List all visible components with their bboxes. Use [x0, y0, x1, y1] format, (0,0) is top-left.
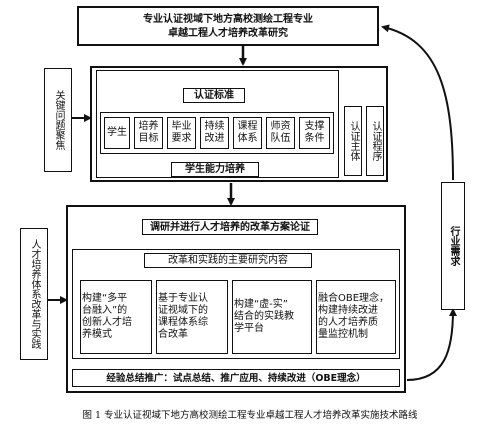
- task-course-reform: 基于专业认 证视域下的 课程体系综 合改革: [156, 280, 228, 354]
- figure-caption: 图 1 专业认证视域下地方高校测绘工程专业卓越工程人才培养改革实施技术路线: [82, 410, 418, 421]
- cert-standard-box: 认证标准: [183, 88, 245, 103]
- arrow-feedback-top: [381, 24, 454, 181]
- key-issues-box: 关键问题聚焦: [44, 68, 72, 172]
- task-platform-model: 构建“多平 台融入”的 创新人才培 养模式: [80, 280, 152, 354]
- top-box: 专业认证视域下地方高校测绘工程专业 卓越工程人才培养改革研究: [77, 6, 379, 46]
- element-graduation-req: 毕业 要求: [167, 117, 196, 149]
- summary-box: 经验总结推广：试点总结、推广应用、持续改进（OBE理念）: [72, 369, 400, 387]
- element-faculty: 师资 队伍: [266, 117, 295, 149]
- main-content-box: 改革和实践的主要研究内容: [144, 253, 312, 268]
- industry-demand-box: 行业需求: [441, 182, 465, 310]
- element-student: 学生: [104, 117, 130, 149]
- research-box: 调研并进行人才培养的改革方案论证: [142, 219, 318, 235]
- element-training-goal: 培养 目标: [134, 117, 163, 149]
- cert-subject-box: 认证主体: [344, 106, 362, 176]
- top-box-line2: 卓越工程人才培养改革研究: [168, 28, 288, 39]
- task-practice-platform: 构建“虚-实” 结合的实践教 学平台: [232, 280, 312, 354]
- element-continuous-improve: 持续 改进: [200, 117, 229, 149]
- cert-procedure-box: 认证程序: [366, 106, 384, 176]
- reform-practice-box: 人才培养体系改革与实践: [20, 228, 48, 360]
- element-course-system: 课程 体系: [233, 117, 262, 149]
- ability-box: 学生能力培养: [171, 162, 259, 177]
- top-box-line1: 专业认证视域下地方高校测绘工程专业: [143, 14, 313, 25]
- arrow-feedback-bottom: [406, 308, 457, 381]
- task-quality-monitor: 融合OBE理念， 构建持续改进 的人才培养质 量监控机制: [316, 280, 396, 354]
- element-support: 支撑 条件: [299, 117, 330, 149]
